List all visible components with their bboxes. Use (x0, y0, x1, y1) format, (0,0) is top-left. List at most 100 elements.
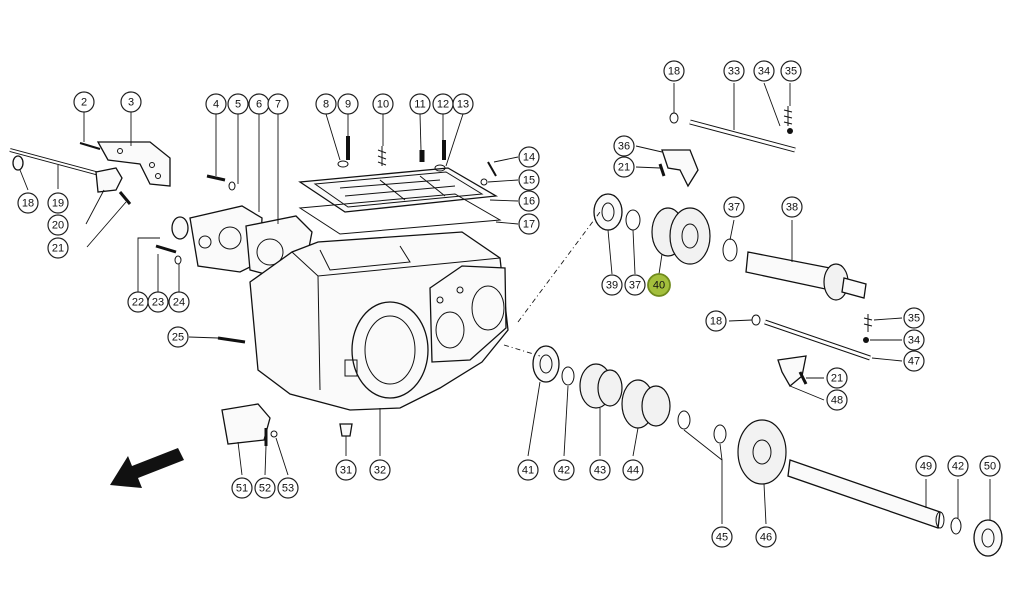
callout-part-11[interactable]: 11 (409, 93, 431, 115)
callout-part-18[interactable]: 18 (17, 192, 39, 214)
callout-part-10[interactable]: 10 (372, 93, 394, 115)
callout-part-52[interactable]: 52 (254, 477, 276, 499)
callout-part-35[interactable]: 35 (780, 60, 802, 82)
callout-part-53[interactable]: 53 (277, 477, 299, 499)
callout-part-18[interactable]: 18 (663, 60, 685, 82)
callout-part-37[interactable]: 37 (624, 274, 646, 296)
callout-part-21[interactable]: 21 (613, 156, 635, 178)
callout-part-51[interactable]: 51 (231, 477, 253, 499)
transmission-housing (217, 231, 509, 411)
callout-part-35[interactable]: 35 (903, 307, 925, 329)
callout-circle (647, 273, 671, 297)
callout-circle (47, 214, 69, 236)
callout-circle (589, 459, 611, 481)
callout-part-38[interactable]: 38 (781, 196, 803, 218)
callout-circle (73, 91, 95, 113)
callout-circle (167, 326, 189, 348)
callout-part-6[interactable]: 6 (248, 93, 270, 115)
callout-label: 39 (606, 280, 618, 292)
callout-part-25[interactable]: 25 (167, 326, 189, 348)
callout-part-12[interactable]: 12 (432, 93, 454, 115)
callout-label: 40 (653, 280, 665, 292)
callout-circle (826, 367, 848, 389)
callout-part-18[interactable]: 18 (705, 310, 727, 332)
callout-part-48[interactable]: 48 (826, 389, 848, 411)
callout-label: 7 (275, 99, 281, 111)
callout-part-37[interactable]: 37 (723, 196, 745, 218)
callout-circle (47, 192, 69, 214)
callout-part-24[interactable]: 24 (168, 291, 190, 313)
callout-part-46[interactable]: 46 (755, 526, 777, 548)
callout-label: 20 (52, 220, 64, 232)
callout-part-23[interactable]: 23 (147, 291, 169, 313)
callout-circle (705, 310, 727, 332)
callout-part-5[interactable]: 5 (227, 93, 249, 115)
callout-label: 34 (908, 335, 920, 347)
callout-circle (372, 93, 394, 115)
callout-part-17[interactable]: 17 (518, 213, 540, 235)
callout-label: 33 (728, 66, 740, 78)
callout-part-47[interactable]: 47 (903, 350, 925, 372)
lower-bracket (221, 403, 353, 446)
callout-label: 44 (627, 465, 639, 477)
callout-part-13[interactable]: 13 (452, 93, 474, 115)
callout-part-15[interactable]: 15 (518, 169, 540, 191)
callout-part-40-highlighted[interactable]: 40 (647, 273, 671, 297)
shift-fork-upper (658, 149, 699, 188)
callout-circle (915, 455, 937, 477)
callout-label: 16 (523, 196, 535, 208)
callout-circle (17, 192, 39, 214)
callout-part-22[interactable]: 22 (127, 291, 149, 313)
callout-part-4[interactable]: 4 (205, 93, 227, 115)
callout-part-42[interactable]: 42 (553, 459, 575, 481)
callout-circle (780, 60, 802, 82)
callout-label: 43 (594, 465, 606, 477)
callout-part-44[interactable]: 44 (622, 459, 644, 481)
callout-part-34[interactable]: 34 (903, 329, 925, 351)
callout-circle (337, 93, 359, 115)
callout-circle (903, 350, 925, 372)
callout-part-32[interactable]: 32 (369, 459, 391, 481)
callout-part-49[interactable]: 49 (915, 455, 937, 477)
callout-label: 12 (437, 99, 449, 111)
callout-part-21[interactable]: 21 (826, 367, 848, 389)
callout-circle (147, 291, 169, 313)
callout-circle (947, 455, 969, 477)
callout-circle (553, 459, 575, 481)
callout-label: 18 (710, 316, 722, 328)
callout-label: 5 (235, 99, 241, 111)
callout-part-3[interactable]: 3 (120, 91, 142, 113)
callout-label: 50 (984, 461, 996, 473)
callout-label: 48 (831, 395, 843, 407)
callout-part-7[interactable]: 7 (267, 93, 289, 115)
callout-part-45[interactable]: 45 (711, 526, 733, 548)
callout-part-21[interactable]: 21 (47, 237, 69, 259)
callout-part-31[interactable]: 31 (335, 459, 357, 481)
callout-part-33[interactable]: 33 (723, 60, 745, 82)
callout-part-2[interactable]: 2 (73, 91, 95, 113)
callout-part-20[interactable]: 20 (47, 214, 69, 236)
callout-circle (903, 307, 925, 329)
callout-label: 22 (132, 297, 144, 309)
callout-part-43[interactable]: 43 (589, 459, 611, 481)
callout-circle (518, 169, 540, 191)
callout-part-14[interactable]: 14 (518, 146, 540, 168)
callout-part-36[interactable]: 36 (613, 135, 635, 157)
callout-label: 9 (345, 99, 351, 111)
callout-part-19[interactable]: 19 (47, 192, 69, 214)
callout-part-8[interactable]: 8 (315, 93, 337, 115)
callout-part-9[interactable]: 9 (337, 93, 359, 115)
callout-part-42[interactable]: 42 (947, 455, 969, 477)
callout-circle (979, 455, 1001, 477)
callout-part-41[interactable]: 41 (517, 459, 539, 481)
callout-circle (518, 146, 540, 168)
callout-circle (723, 196, 745, 218)
callout-circle (622, 459, 644, 481)
callout-part-50[interactable]: 50 (979, 455, 1001, 477)
callout-part-34[interactable]: 34 (753, 60, 775, 82)
callout-part-39[interactable]: 39 (601, 274, 623, 296)
callout-part-16[interactable]: 16 (518, 190, 540, 212)
callout-circle (903, 329, 925, 351)
